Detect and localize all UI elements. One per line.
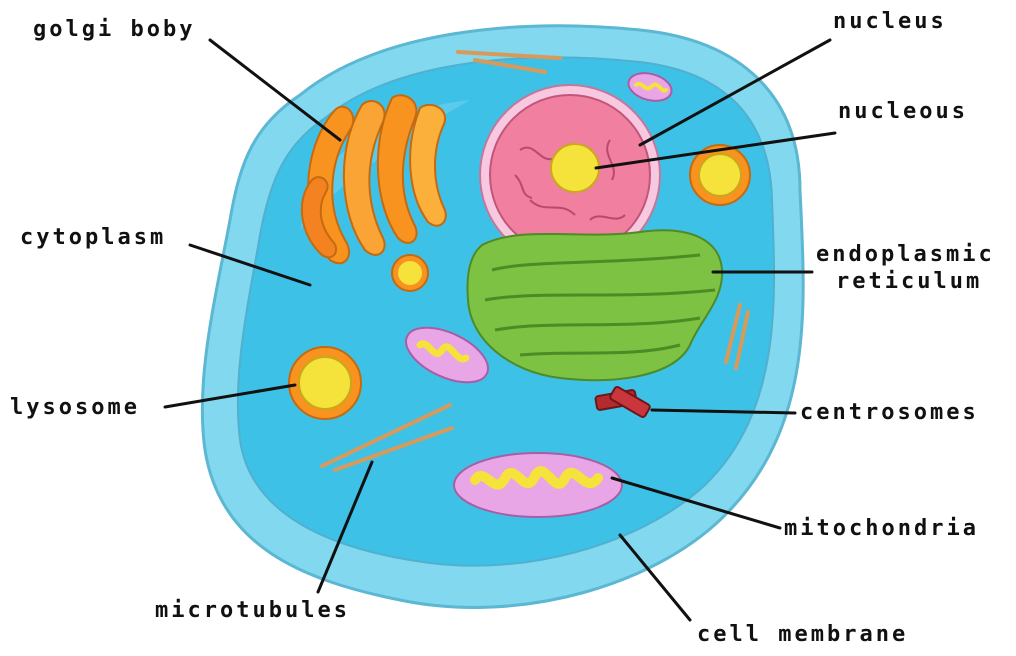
label-mitochondria: mitochondria (784, 517, 979, 541)
lysosome-small (392, 255, 428, 291)
label-microtubules: microtubules (155, 599, 350, 623)
label-nucleolus: nucleous (838, 100, 968, 124)
label-centrosomes: centrosomes (800, 401, 979, 425)
lysosome-large (289, 347, 361, 419)
label-endoplasmic-reticulum-line2: reticulum (836, 270, 982, 294)
label-cell-membrane: cell membrane (697, 623, 908, 647)
label-cytoplasm: cytoplasm (20, 226, 166, 250)
label-lysosome: lysosome (10, 396, 140, 420)
mitochondrion-large (454, 453, 622, 517)
label-nucleus: nucleus (833, 10, 947, 34)
nucleolus (551, 144, 599, 192)
label-endoplasmic-reticulum-line1: endoplasmic (816, 243, 995, 267)
label-golgi-body: golgi boby (33, 18, 195, 42)
